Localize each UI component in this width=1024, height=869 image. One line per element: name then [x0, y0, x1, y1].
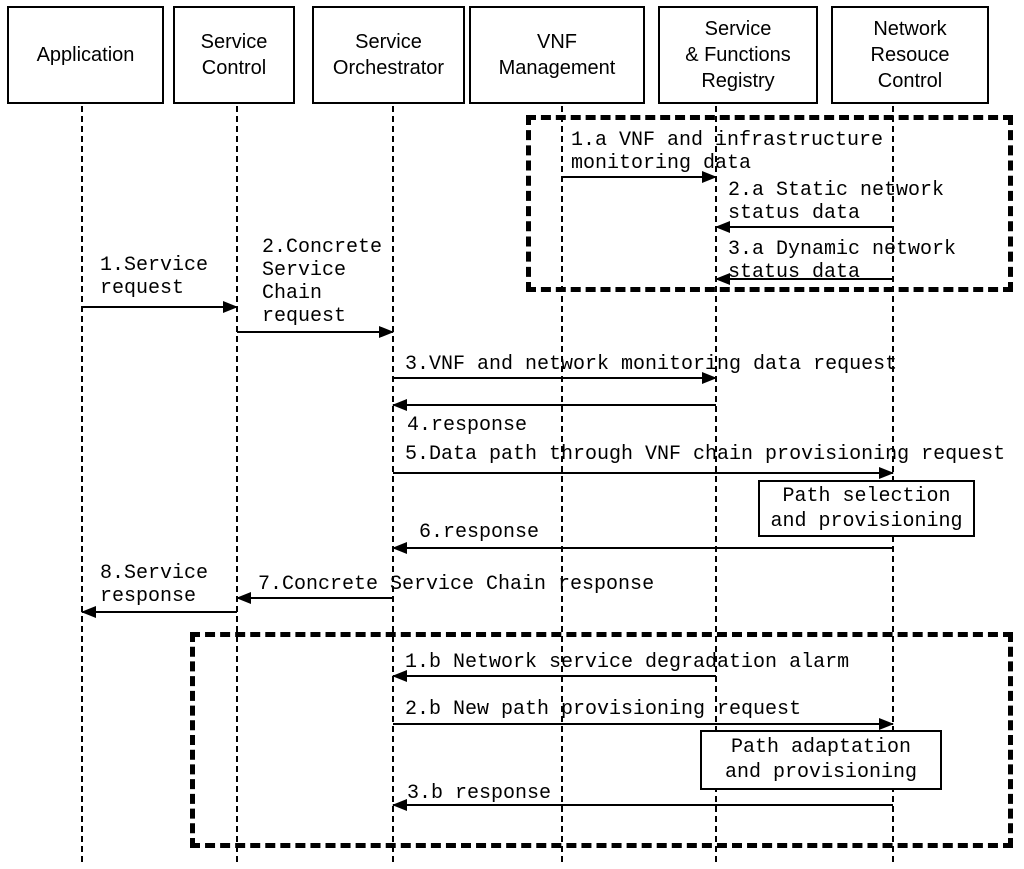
monitoring-group-frame: [526, 115, 1013, 292]
message-label-3a: 3.a Dynamic network status data: [728, 238, 957, 284]
lifeline-vnf-management: [561, 106, 563, 862]
lifeline-service-control: [236, 106, 238, 862]
message-label-5: 5.Data path through VNF chain provisioni…: [405, 443, 1006, 466]
arrow-6-response: [392, 542, 893, 554]
activity-box-path-selection: Path selection and provisioning: [758, 480, 975, 537]
message-label-2a: 2.a Static network status data: [728, 179, 945, 225]
arrow-3-monitoring-data-request: [393, 372, 717, 384]
message-label-8: 8.Service response: [100, 562, 209, 608]
arrow-1-service-request: [82, 301, 238, 313]
message-label-3b: 3.b response: [407, 782, 552, 805]
message-label-2b: 2.b New path provisioning request: [405, 698, 802, 721]
arrow-2b-new-path-provisioning-request: [393, 718, 894, 730]
actor-box-service-functions-registry: Service & Functions Registry: [658, 6, 818, 104]
actor-box-service-orchestrator: Service Orchestrator: [312, 6, 465, 104]
arrow-5-data-path-provisioning-request: [393, 467, 894, 479]
message-label-6: 6.response: [419, 521, 540, 544]
message-label-4: 4.response: [407, 414, 528, 437]
arrow-3b-response: [392, 799, 893, 811]
message-label-1b: 1.b Network service degradation alarm: [405, 651, 850, 674]
arrow-2-concrete-service-chain-request: [237, 326, 394, 338]
message-label-1a: 1.a VNF and infrastructure monitoring da…: [571, 129, 884, 175]
lifeline-service-orchestrator: [392, 106, 394, 862]
arrow-1b-degradation-alarm: [392, 670, 716, 682]
arrow-3a-dynamic-network-status: [715, 273, 893, 285]
arrow-1a-vnf-infrastructure-monitoring: [563, 171, 717, 183]
message-label-1: 1.Service request: [100, 254, 209, 300]
arrow-8-service-response: [81, 606, 237, 618]
arrow-2a-static-network-status: [715, 221, 893, 233]
path-adaptation-group-frame: [190, 632, 1013, 848]
lifeline-service-functions-registry: [715, 106, 717, 862]
actor-box-application: Application: [7, 6, 164, 104]
actor-box-service-control: Service Control: [173, 6, 295, 104]
actor-box-network-resource-control: Network Resouce Control: [831, 6, 989, 104]
arrow-4-response: [392, 399, 716, 411]
lifeline-application: [81, 106, 83, 862]
message-label-7: 7.Concrete Service Chain response: [258, 573, 655, 596]
actor-box-vnf-management: VNF Management: [469, 6, 645, 104]
activity-box-path-adaptation: Path adaptation and provisioning: [700, 730, 942, 790]
arrow-7-concrete-service-chain-response: [236, 592, 393, 604]
message-label-2: 2.Concrete Service Chain request: [262, 236, 383, 328]
message-label-3: 3.VNF and network monitoring data reques…: [405, 353, 898, 376]
